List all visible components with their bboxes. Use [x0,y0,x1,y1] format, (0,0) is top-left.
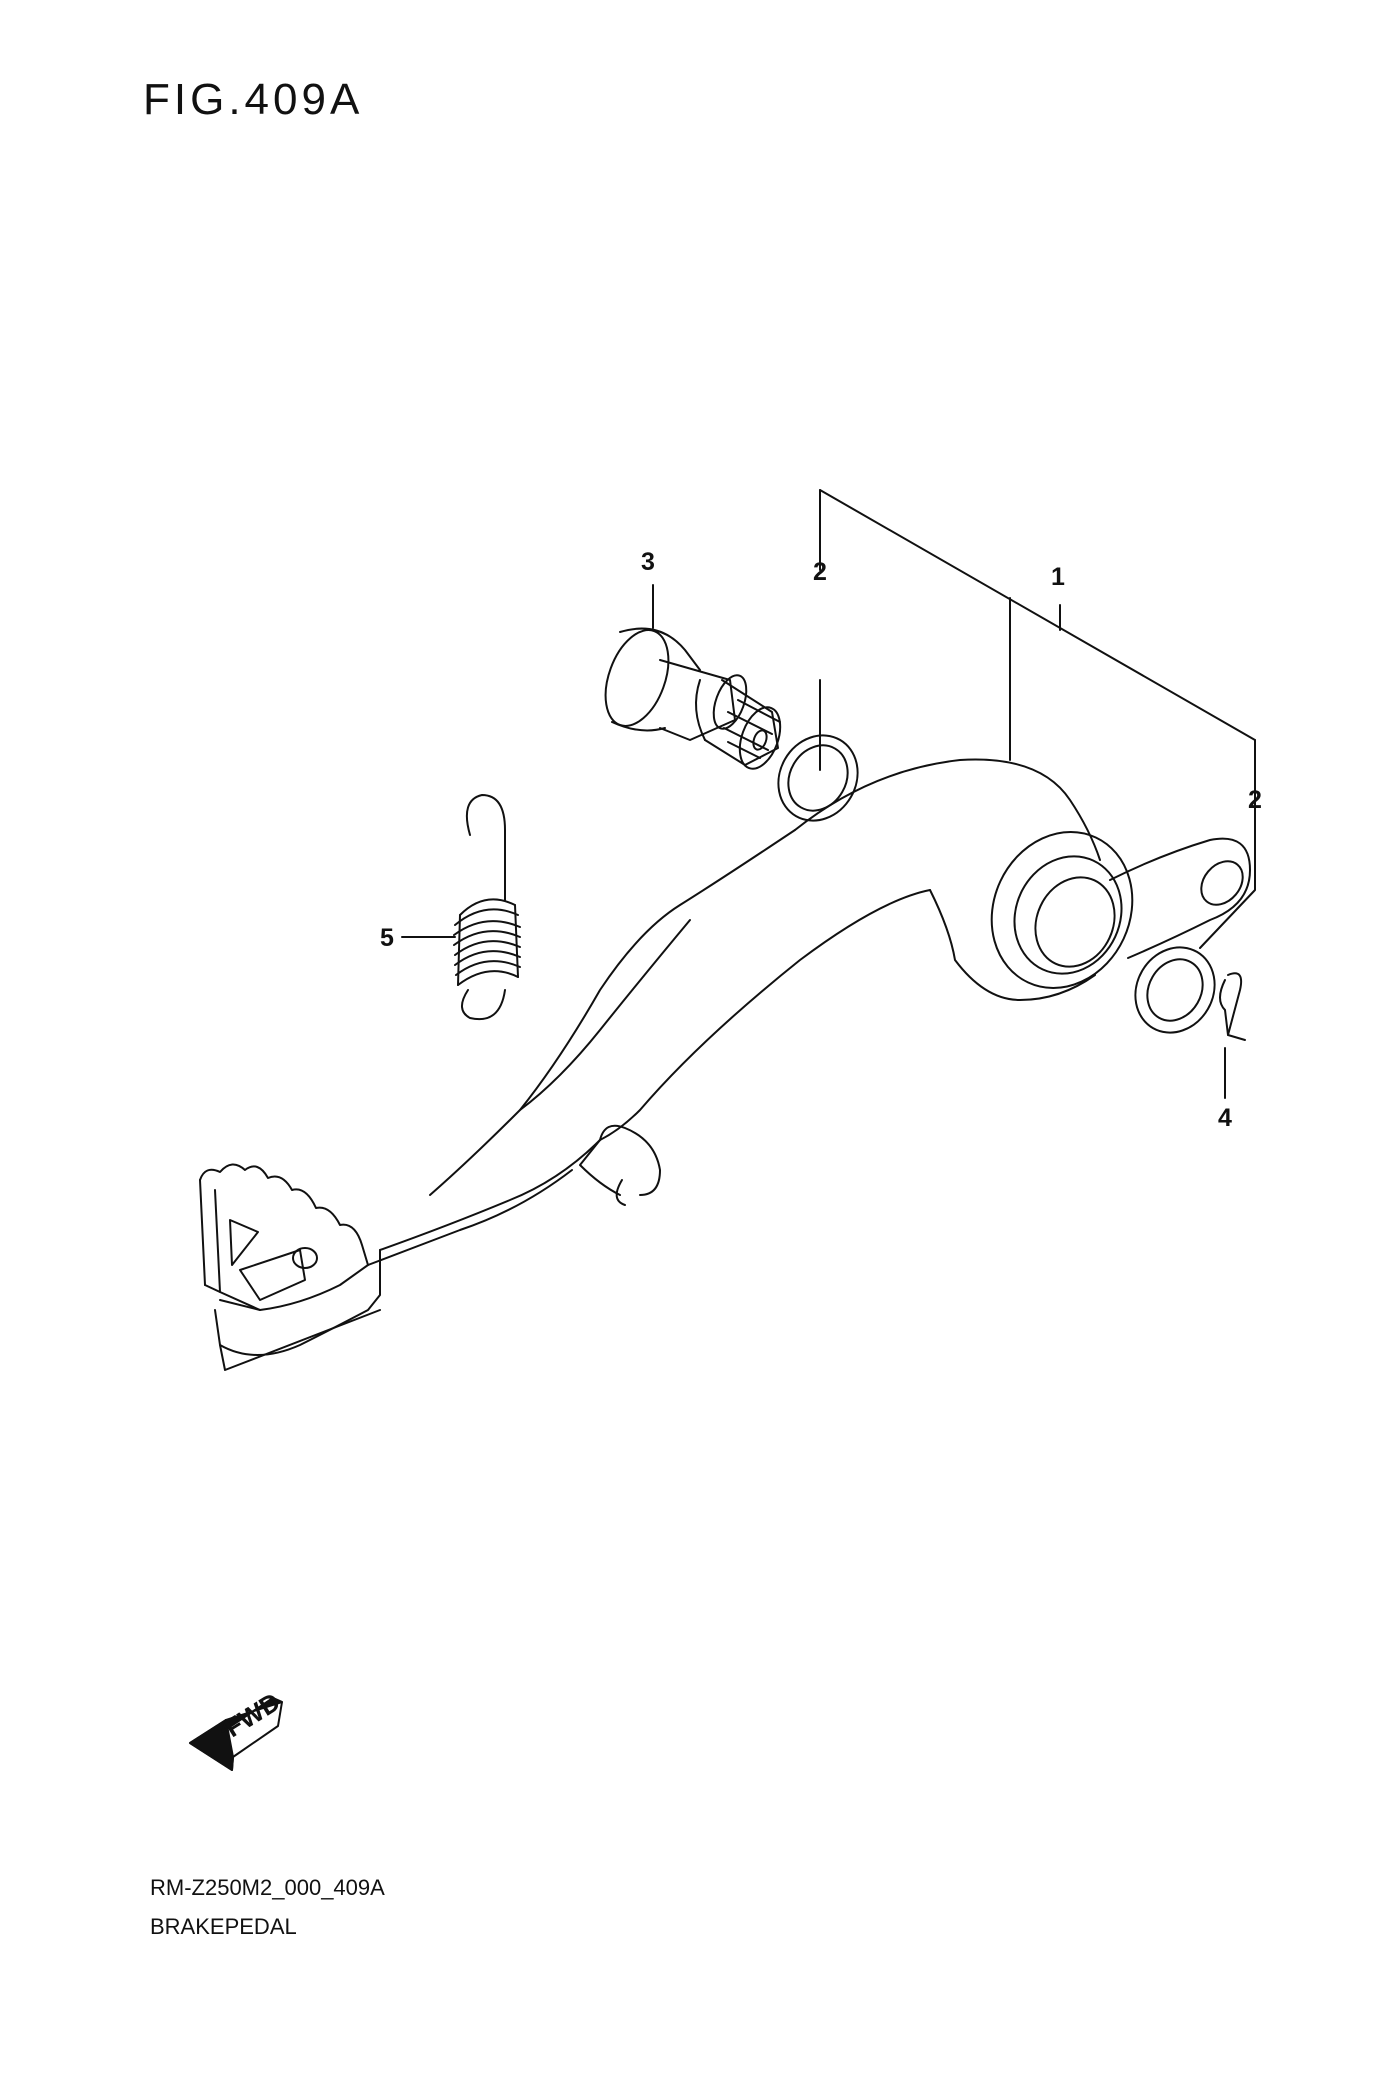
callout-2-upper: 2 [813,558,827,586]
fwd-arrow-icon: FWD [189,1686,285,1771]
pivot-bolt-part-3 [604,627,782,770]
washer-part-2-upper [777,734,859,822]
bracket-lines [819,489,1256,949]
callout-5: 5 [380,924,394,952]
diagram-code: RM-Z250M2_000_409A [150,1875,385,1900]
callout-1: 1 [1051,563,1065,591]
cotter-pin-part-4 [1219,972,1246,1041]
diagram-name: BRAKEPEDAL [150,1914,297,1939]
washer-part-2-lower [1134,946,1216,1034]
callout-3: 3 [641,548,655,576]
brake-pedal-part-1 [199,758,1251,1371]
spring-part-5 [453,794,521,1021]
leader-lines [401,584,1226,1099]
figure-title: FIG.409A [143,75,364,124]
callout-2-lower: 2 [1248,786,1262,814]
callout-4: 4 [1218,1104,1232,1132]
